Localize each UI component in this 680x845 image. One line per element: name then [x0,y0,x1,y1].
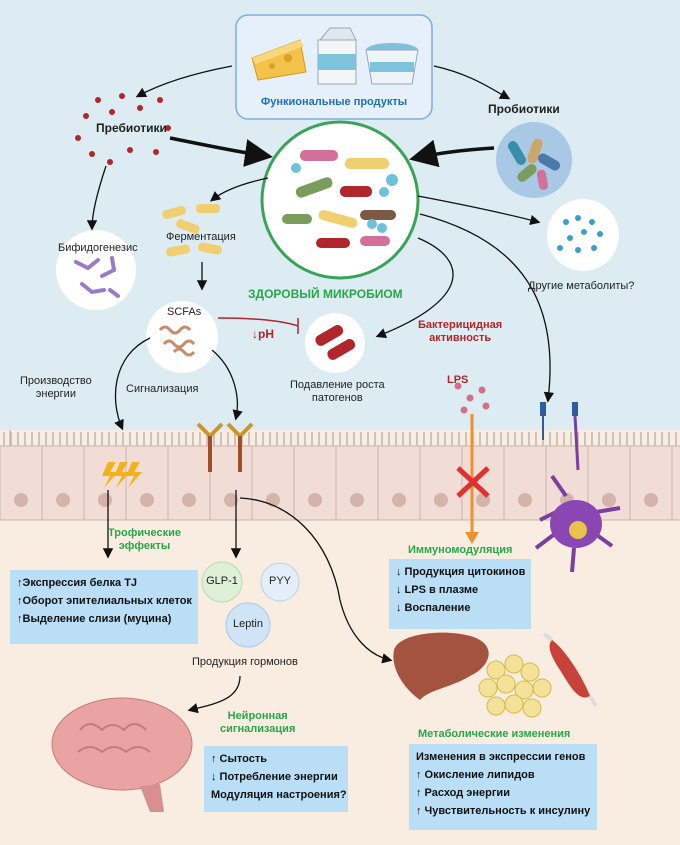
epithelial-cell [0,445,43,521]
yogurt-icon [365,43,419,85]
trophic-box: ↑Экспрессия белка TJ↑Оборот эпителиальны… [10,570,198,644]
cell-nucleus [14,493,28,507]
hormone-circles [201,561,300,648]
probiotics-label: Пробиотики [488,102,560,116]
ph-label: ↓pH [252,327,274,341]
healthy-microbiome-label: ЗДОРОВЫЙ МИКРОБИОМ [248,287,403,301]
other-metabolites-label: Другие метаболиты? [528,280,635,292]
cell-nucleus [224,493,238,507]
epithelial-cell [335,445,379,521]
cell-nucleus [308,493,322,507]
microbiome-circle [260,120,420,280]
epithelial-cell [167,445,211,521]
cell-nucleus [602,493,616,507]
epithelial-cell [41,445,85,521]
adipose-icon [478,654,552,718]
signaling-label: Сигнализация [126,383,199,395]
scfa-circle [146,301,218,373]
arrows-bottom [102,490,393,714]
cell-nucleus [392,493,406,507]
probiotic-sphere [496,122,572,198]
metabolic-box: Изменения в экспрессии генов↑ Окисление … [409,744,597,830]
epithelial-cell [419,445,463,521]
epithelial-cell [377,445,421,521]
cheese-icon [251,39,307,81]
cell-nucleus [98,493,112,507]
glp1-label: GLP-1 [206,575,238,587]
liver-icon [393,632,489,700]
inhibition-line [217,317,299,334]
metabolic-changes-label: Метаболические изменения [418,728,571,740]
lps-dots [454,382,490,414]
epithelial-cell [251,445,295,521]
fermentation-label: Ферментация [166,231,236,243]
epithelial-cell [209,445,253,521]
immune-cell [534,402,621,573]
receptors [196,422,254,472]
scfas-label: SCFAs [167,306,202,318]
hormone-production-label: Продукция гормонов [192,656,298,668]
prebiotic-dots [75,93,171,165]
brain-icon [51,697,193,812]
fermentation-bacteria [162,204,222,257]
cell-nucleus [434,493,448,507]
metabolites-circle [547,199,619,271]
cell-nucleus [350,493,364,507]
muscle-icon [542,632,598,708]
cell-nucleus [518,493,532,507]
cell-nucleus [56,493,70,507]
pyy-label: PYY [268,575,291,587]
immunomodulation-label: Иммуномодуляция [408,544,513,556]
lps-block [456,414,490,544]
functional-foods-label: Функиональные продукты [260,96,408,108]
immune-box: ↓ Продукция цитокинов↓ LPS в плазме↓ Вос… [389,559,531,629]
milk-carton-icon [317,27,357,85]
epithelial-cell [293,445,337,521]
bifidogenesis-label: Бифидогенезис [58,242,138,254]
cell-nucleus [644,493,658,507]
cell-nucleus [140,493,154,507]
lps-label: LPS [447,374,469,386]
prebiotics-label: Пребиотики [96,121,167,135]
epithelial-cell [503,445,547,521]
arrows-top [86,65,555,431]
leptin-label: Leptin [233,618,263,630]
functional-foods-box [235,14,433,120]
energy-bolts [102,462,142,488]
pathogen-circle [305,313,365,373]
epithelial-cell [671,445,680,521]
cell-nucleus [182,493,196,507]
epithelial-cell [125,445,169,521]
epithelial-cell [629,445,673,521]
bifido-circle [56,230,136,310]
